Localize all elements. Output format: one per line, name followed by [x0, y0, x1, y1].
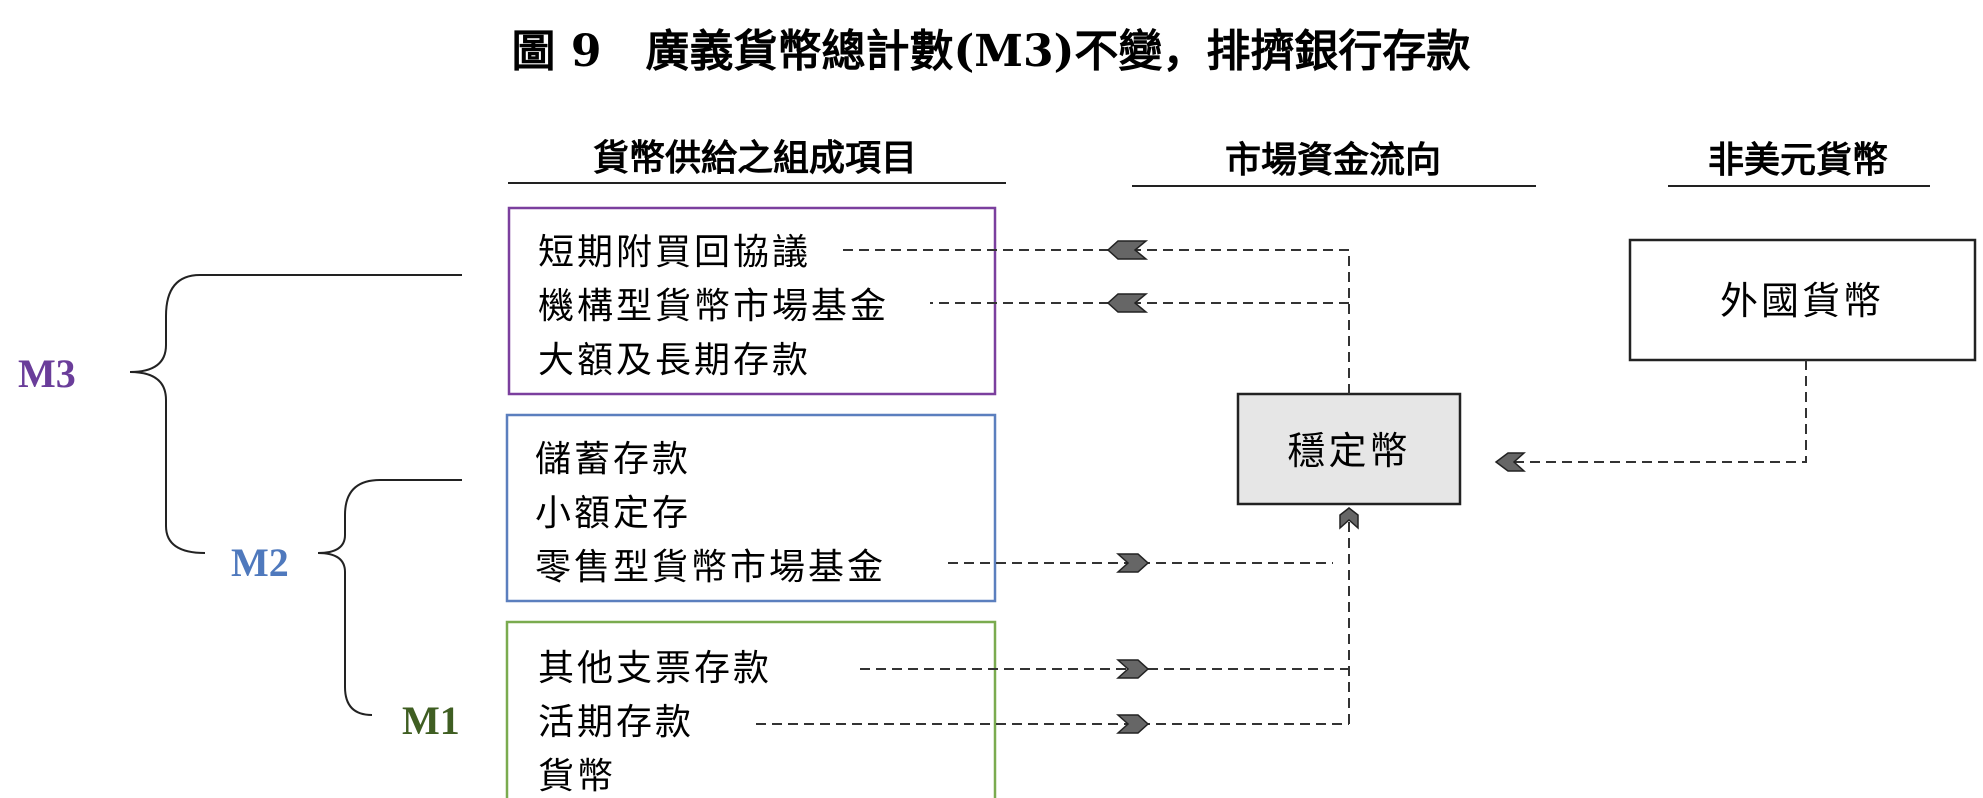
item-institutional-mmf: 機構型貨幣市場基金 [538, 286, 889, 327]
item-large-long-term-deposits: 大額及長期存款 [538, 340, 811, 381]
item-demand-deposits: 活期存款 [538, 702, 694, 743]
arrow-from-demand-deposits [1116, 714, 1150, 734]
foreign-currency-box [1628, 238, 1977, 362]
item-short-term-repo: 短期附買回協議 [538, 232, 811, 273]
arrow-from-foreign-currency [1494, 452, 1526, 472]
m3-items-box [507, 206, 997, 396]
column-heading-components: 貨幣供給之組成項目 [593, 137, 917, 179]
arrow-to-institutional-mmf [1106, 293, 1149, 313]
m3-brace [129, 274, 462, 554]
figure-title: 圖 9 廣義貨幣總計數(M3)不變，排擠銀行存款 [512, 26, 1471, 77]
foreign-currency-label: 外國貨幣 [1720, 279, 1884, 323]
item-savings-deposits: 儲蓄存款 [535, 439, 691, 480]
arrow-into-stablecoin [1339, 507, 1359, 530]
arrow-from-other-checkable [1116, 659, 1150, 679]
m2-items-box [505, 413, 997, 603]
item-currency: 貨幣 [538, 756, 616, 797]
item-other-checkable-deposits: 其他支票存款 [538, 648, 772, 689]
m1-label: M1 [402, 698, 460, 743]
m1-items-box [505, 620, 997, 798]
m2-label: M2 [231, 540, 289, 585]
item-small-time-deposits: 小額定存 [535, 493, 691, 534]
flow-line-from-foreign-currency [1510, 360, 1807, 463]
column-heading-flow: 市場資金流向 [1225, 139, 1441, 181]
m3-label: M3 [18, 351, 76, 396]
m2-brace [317, 479, 462, 716]
column-heading-non-usd: 非美元貨幣 [1708, 139, 1888, 181]
arrow-to-short-term-repo [1106, 240, 1149, 260]
arrow-from-retail-mmf [1116, 553, 1150, 573]
stablecoin-label: 穩定幣 [1287, 429, 1410, 473]
item-retail-mmf: 零售型貨幣市場基金 [535, 547, 886, 588]
stablecoin-box [1236, 392, 1462, 506]
